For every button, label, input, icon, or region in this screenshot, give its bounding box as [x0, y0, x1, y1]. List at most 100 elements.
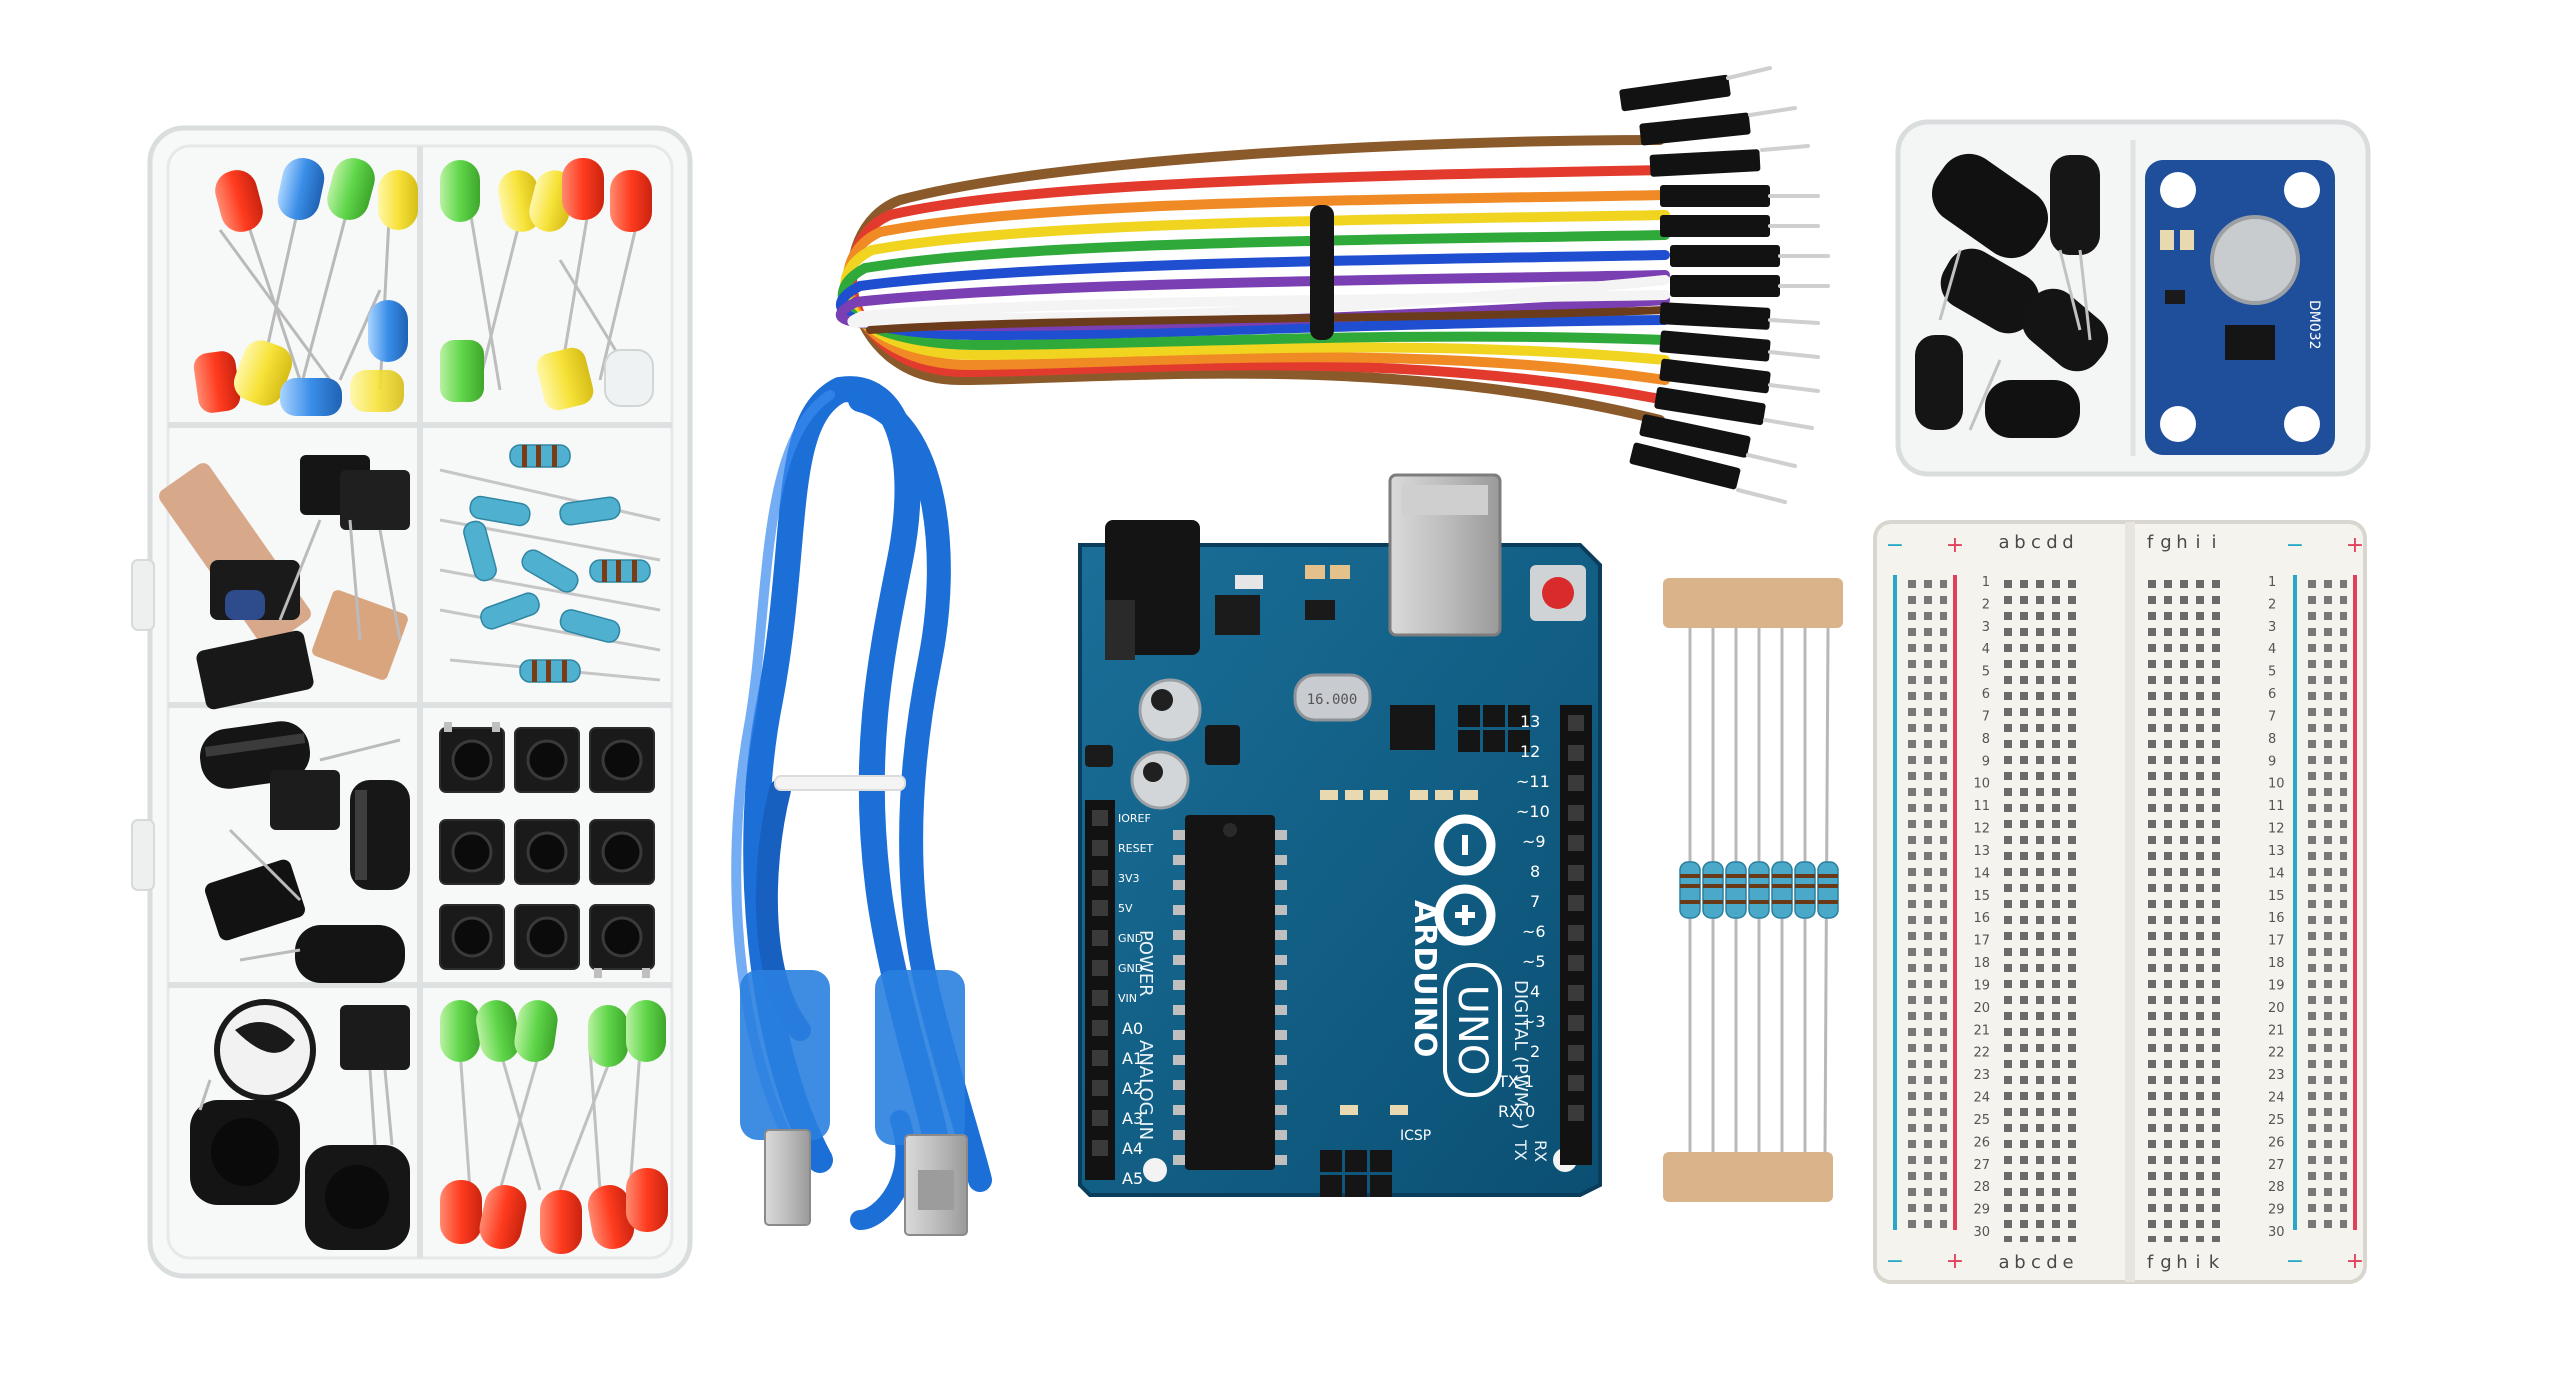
pushbutton-compartment: [439, 722, 655, 978]
row-number: 25: [1973, 1113, 1990, 1128]
row-number: 10: [2268, 777, 2285, 792]
pin-label: ~5: [1522, 952, 1546, 971]
jumper-wire-bundle: [835, 66, 1830, 504]
row-number: 2: [2268, 597, 2276, 612]
analog-pin-label: A5: [1122, 1169, 1143, 1188]
crystal-oscillator: [1293, 673, 1372, 722]
row-number: 24: [1973, 1091, 1990, 1106]
row-number: 22: [2268, 1046, 2285, 1061]
row-number: 18: [1973, 956, 1990, 971]
pin-label: TX 1: [1497, 1072, 1534, 1091]
column-label: e: [2062, 1252, 2073, 1273]
column-label: i: [2195, 1252, 2200, 1273]
row-number: 3: [2268, 620, 2276, 635]
row-numbers-right: 1234567891011121314151617181920212223242…: [2268, 575, 2285, 1240]
row-number: 30: [1973, 1225, 1990, 1240]
row-number: 28: [1973, 1180, 1990, 1195]
board-model: UNO: [1449, 985, 1495, 1076]
board-brand: ARDUINO: [1407, 900, 1442, 1057]
row-number: 26: [1973, 1135, 1990, 1150]
row-number: 21: [2268, 1023, 2285, 1038]
row-number: 24: [2268, 1091, 2285, 1106]
row-number: 21: [1973, 1023, 1990, 1038]
row-number: 11: [2268, 799, 2285, 814]
transistor-compartment: [159, 455, 410, 710]
row-number: 16: [1973, 911, 1990, 926]
component-organizer-box: [131, 125, 693, 1279]
pin-label: 12: [1520, 742, 1540, 761]
icsp-header-bottom: [1320, 1150, 1392, 1197]
column-label: h: [2176, 532, 2187, 553]
power-pin-label: RESET: [1118, 842, 1154, 855]
row-number: 19: [2268, 978, 2285, 993]
row-number: 9: [1982, 754, 1990, 769]
column-label: a: [1998, 532, 2009, 553]
row-number: 30: [2268, 1225, 2285, 1240]
column-label: i: [2211, 532, 2216, 553]
analog-header-label: ANALOG IN: [1135, 1040, 1156, 1140]
resistor-compartment: [439, 444, 661, 683]
rail-plus-sign: +: [2346, 1249, 2364, 1274]
row-number: 17: [2268, 934, 2285, 949]
icsp-header-top: [1458, 705, 1530, 752]
row-number: 15: [2268, 889, 2285, 904]
row-number: 7: [1982, 709, 1990, 724]
row-number: 12: [1973, 822, 1990, 837]
row-number: 18: [2268, 956, 2285, 971]
column-label: d: [2046, 1252, 2057, 1273]
row-number: 28: [2268, 1180, 2285, 1195]
column-label: i: [2195, 532, 2200, 553]
row-number: 27: [2268, 1158, 2285, 1173]
row-number: 4: [2268, 642, 2276, 657]
pin-label: 2: [1530, 1042, 1540, 1061]
row-number: 20: [2268, 1001, 2285, 1016]
icsp-label: ICSP: [1400, 1128, 1431, 1144]
row-number: 5: [2268, 665, 2276, 680]
power-pin-label: IOREF: [1118, 812, 1151, 825]
resistor-tape-strip: [1663, 578, 1843, 1202]
row-number: 11: [1973, 799, 1990, 814]
uno-badge: UNO: [1443, 963, 1502, 1097]
row-number: 29: [1973, 1203, 1990, 1218]
row-numbers-left: 1234567891011121314151617181920212223242…: [1973, 575, 1990, 1240]
microphone: [2210, 215, 2300, 305]
power-analog-header: [1085, 800, 1115, 1180]
row-number: 13: [1973, 844, 1990, 859]
pin-label: ~9: [1522, 832, 1546, 851]
pin-label: 8: [1530, 862, 1540, 881]
power-pin-label: 3V3: [1118, 872, 1140, 885]
breadboard: a b c d d f g h i i a b c d e f g h i k …: [1873, 520, 2367, 1284]
row-number: 2: [1982, 597, 1990, 612]
pin-label: 7: [1530, 892, 1540, 911]
row-number: 22: [1973, 1046, 1990, 1061]
pin-label: ~6: [1522, 922, 1546, 941]
rail-minus-sign: −: [2286, 533, 2304, 558]
column-label: a: [1998, 1252, 2009, 1273]
sensor-box: DM032: [1895, 119, 2371, 477]
tx-label: TX: [1511, 1139, 1530, 1161]
pin-label: 4: [1530, 982, 1540, 1001]
analog-pin-label: A3: [1122, 1109, 1143, 1128]
power-pin-label: VIN: [1118, 992, 1137, 1005]
column-label: h: [2176, 1252, 2187, 1273]
column-label: k: [2209, 1252, 2220, 1273]
column-label: g: [2160, 532, 2171, 553]
row-number: 14: [2268, 866, 2285, 881]
capacitor-compartment: [199, 721, 410, 983]
crystal-label: 16.000: [1307, 692, 1358, 708]
analog-pin-label: A1: [1122, 1049, 1143, 1068]
rail-minus-sign: −: [1886, 1249, 1904, 1274]
power-pin-label: 5V: [1118, 902, 1133, 915]
rail-plus-sign: +: [2346, 533, 2364, 558]
column-label: f: [2147, 1252, 2154, 1273]
row-number: 8: [2268, 732, 2276, 747]
capacitor-1: [1138, 678, 1202, 742]
sensor-label: DM032: [2306, 300, 2322, 350]
buzzer-compartment: [190, 999, 410, 1250]
row-number: 8: [1982, 732, 1990, 747]
row-number: 25: [2268, 1113, 2285, 1128]
row-number: 14: [1973, 866, 1990, 881]
pin-label: ~3: [1522, 1012, 1546, 1031]
row-number: 19: [1973, 978, 1990, 993]
atmega328-chip: [1173, 815, 1287, 1170]
